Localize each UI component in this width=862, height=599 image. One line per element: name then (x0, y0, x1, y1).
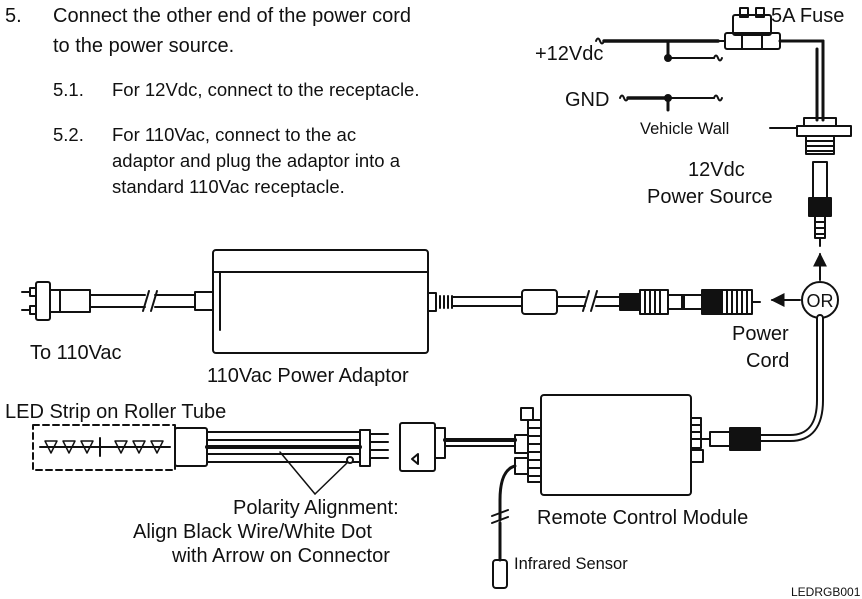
gnd-wire (619, 94, 723, 112)
substep-2-line2: adaptor and plug the adaptor into a (112, 150, 401, 171)
or-text: OR (807, 291, 834, 311)
ac-plug-icon (21, 281, 91, 321)
polarity-label-line1: Polarity Alignment: (233, 497, 399, 519)
fuse-label: 5A Fuse (771, 5, 845, 27)
drawing-code: LEDRGB001 (791, 585, 861, 599)
ac-cord (89, 290, 214, 312)
polarity-label-line2: Align Black Wire/White Dot (133, 521, 372, 543)
power-cord-plug (681, 289, 761, 315)
adaptor-label: 110Vac Power Adaptor (207, 365, 409, 387)
remote-module-label: Remote Control Module (537, 507, 749, 529)
vehicle-wall-receptacle (769, 117, 852, 155)
vehicle-wall-label: Vehicle Wall (640, 120, 730, 138)
led-wires (205, 429, 389, 467)
remote-dc-plug (699, 427, 761, 451)
power-cord-label-line2: Cord (746, 350, 790, 372)
substep-1-text: For 12Vdc, connect to the receptacle. (112, 79, 420, 100)
power-cord (756, 314, 824, 442)
power-source-label-line2: Power Source (647, 186, 773, 208)
infrared-sensor-icon (492, 559, 508, 589)
fuse-icon (717, 7, 781, 50)
polarity-label-line3: with Arrow on Connector (172, 545, 390, 567)
power-adaptor (212, 249, 429, 354)
infrared-sensor-label: Infrared Sensor (514, 555, 628, 573)
led-strip-tube (32, 424, 208, 471)
step-number: 5. (5, 5, 22, 27)
infrared-cable (498, 464, 517, 522)
substep-2-number: 5.2. (53, 124, 84, 145)
adaptor-dc-cord (427, 289, 685, 315)
led-strip-label: LED Strip on Roller Tube (5, 401, 227, 423)
supply-wires (778, 39, 825, 122)
power-source-label-line1: 12Vdc (688, 159, 745, 181)
dc-plug (808, 161, 832, 247)
power-cord-label-line1: Power (732, 323, 789, 345)
step-text-line1: Connect the other end of the power cord (53, 5, 412, 27)
led-connector (399, 422, 446, 472)
to-110vac-label: To 110Vac (30, 342, 122, 364)
gnd-label: GND (565, 89, 610, 111)
remote-control-module (514, 394, 704, 496)
plus12-label: +12Vdc (535, 43, 604, 65)
step-text-line2: to the power source. (53, 35, 235, 57)
substep-2-line1: For 110Vac, connect to the ac (112, 124, 357, 145)
substep-2-line3: standard 110Vac receptacle. (112, 176, 345, 197)
plus12-wire (595, 37, 723, 62)
substep-1-number: 5.1. (53, 79, 84, 100)
